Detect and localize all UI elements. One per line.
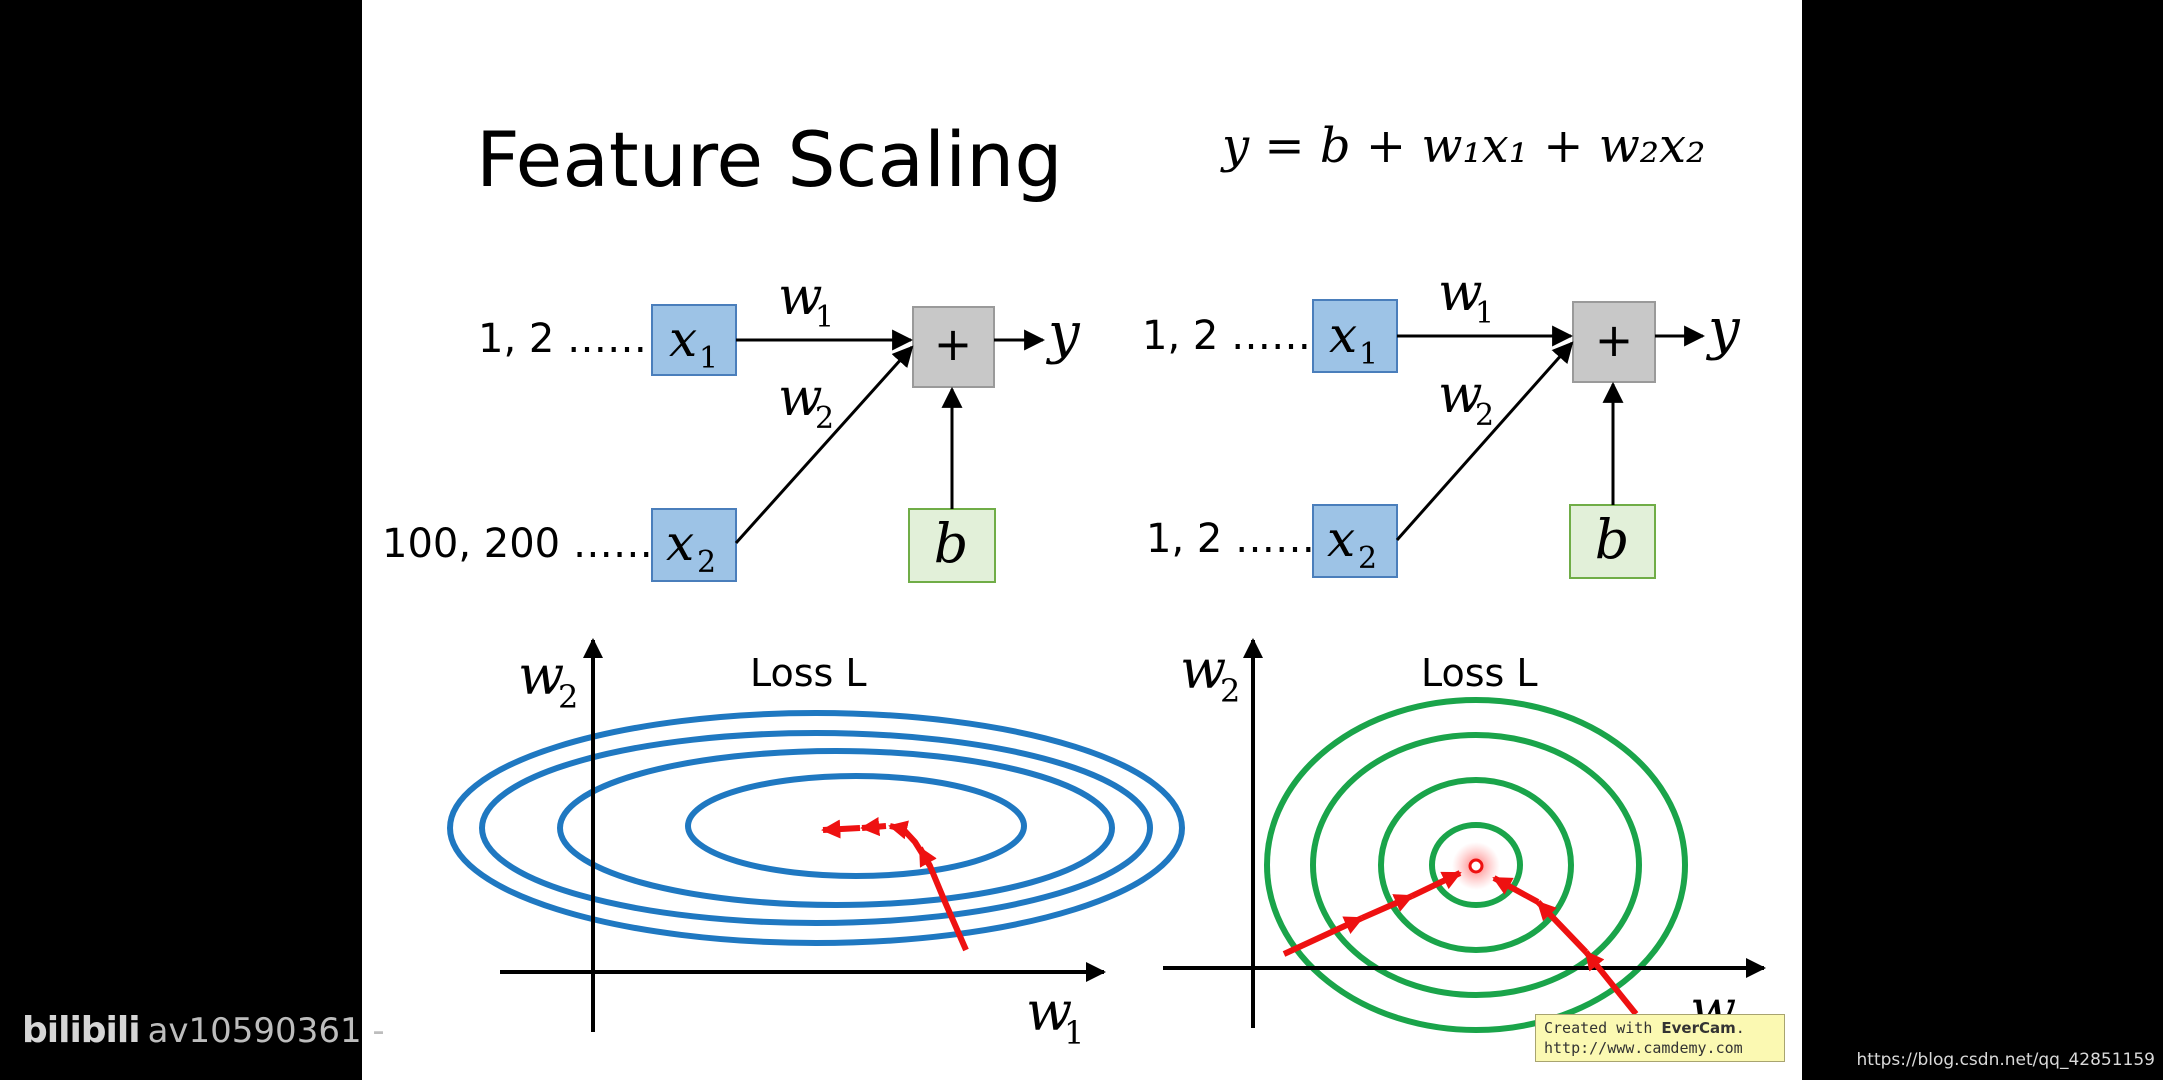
left-gradient-step-2 (888, 820, 909, 840)
left-axis-w2-subscript: 2 (558, 678, 578, 716)
right-x2-subscript: 2 (1358, 541, 1377, 576)
right-bias-box (1569, 504, 1656, 579)
right-x1-box (1312, 299, 1398, 373)
evercam-created-with: Created with (1544, 1019, 1653, 1037)
right-axis-w2-subscript: 2 (1220, 672, 1240, 710)
right-loss-plot: Loss L w 2 w 1 (1163, 638, 1766, 1050)
right-w1-subscript: 1 (1475, 296, 1494, 331)
left-gradient-step-3 (860, 816, 887, 837)
right-gradient-a-step-3 (1410, 870, 1462, 899)
left-w1-subscript: 1 (815, 300, 834, 335)
right-x1-subscript: 1 (1359, 337, 1378, 372)
right-loss-label: Loss L (1421, 651, 1538, 695)
right-w2-subscript: 2 (1475, 398, 1494, 433)
left-output-y: y (1045, 301, 1081, 366)
left-w1-symbol: w (778, 267, 823, 327)
left-x2-subscript: 2 (697, 545, 716, 580)
right-network: 1, 2 …… 1, 2 …… x 1 x 2 + b w 1 w 2 y (1142, 263, 1741, 579)
video-id: av10590361 - (147, 1010, 385, 1051)
right-w2-edge (1395, 341, 1574, 541)
left-x2-symbol: x (666, 514, 694, 572)
left-x1-subscript: 1 (699, 341, 718, 376)
right-contour-3 (1378, 777, 1574, 953)
equation: y = b + w₁x₁ + w₂x₂ (1220, 118, 1705, 174)
left-loss-plot: Loss L w 2 w 1 (447, 638, 1185, 1052)
left-x2-box (651, 508, 737, 582)
source-url: https://blog.csdn.net/qq_42851159 (1856, 1050, 2155, 1070)
left-plus-symbol: + (934, 317, 973, 371)
right-plus-symbol: + (1595, 313, 1634, 367)
right-minimum-point (1468, 858, 1484, 874)
right-contour-2 (1310, 732, 1642, 998)
left-w2-edge (734, 345, 914, 545)
right-gradient-a-step-2 (1360, 893, 1414, 921)
evercam-overlay: Created with EverCam. http://www.camdemy… (1535, 1014, 1785, 1062)
left-gradient-path (900, 826, 969, 952)
left-contour-1 (447, 710, 1185, 946)
left-contour-4 (685, 773, 1027, 879)
slide-title: Feature Scaling (476, 115, 1063, 204)
right-x1-symbol: x (1329, 306, 1357, 364)
right-x2-values: 1, 2 …… (1146, 516, 1315, 562)
left-sum-box (912, 306, 995, 388)
right-gradient-b-step-1 (1583, 950, 1639, 1016)
evercam-credit: Created with EverCam. (1544, 1018, 1776, 1038)
right-bias-symbol: b (1595, 508, 1630, 571)
bilibili-logo: bilibili (22, 1010, 141, 1051)
left-network: 1, 2 …… 100, 200 …… x 1 x 2 + b w 1 w 2 … (382, 267, 1081, 583)
left-gradient-step-1 (917, 846, 937, 868)
left-x1-values: 1, 2 …… (478, 316, 647, 362)
left-bias-box (908, 508, 996, 583)
right-x2-symbol: x (1327, 510, 1355, 568)
right-w2-symbol: w (1438, 365, 1483, 425)
right-output-y: y (1705, 297, 1741, 362)
right-x1-values: 1, 2 …… (1142, 313, 1311, 359)
right-gradient-b-step-3 (1492, 875, 1540, 905)
left-axis-w2-symbol: w (518, 644, 564, 707)
left-bias-symbol: b (934, 512, 969, 575)
left-x2-values: 100, 200 …… (382, 521, 653, 567)
evercam-period: . (1735, 1019, 1745, 1037)
right-gradient-b-step-2 (1535, 899, 1589, 955)
right-w1-symbol: w (1438, 263, 1483, 323)
left-axis-w1-symbol: w (1026, 980, 1072, 1043)
left-x1-symbol: x (669, 310, 697, 368)
right-x2-box (1312, 504, 1398, 578)
left-loss-label: Loss L (750, 651, 867, 695)
evercam-url: http://www.camdemy.com (1544, 1039, 1743, 1057)
left-contour-2 (479, 730, 1153, 926)
left-w2-subscript: 2 (815, 401, 834, 436)
left-gradient-step-4 (821, 819, 861, 839)
right-contour-4 (1429, 822, 1523, 908)
left-w2-symbol: w (778, 368, 823, 428)
right-gradient-a-step-1 (1282, 915, 1364, 957)
right-contour-1 (1264, 697, 1688, 1033)
left-axis-w1-subscript: 1 (1064, 1014, 1084, 1052)
right-axis-w2-symbol: w (1180, 638, 1226, 701)
left-contour-3 (557, 748, 1115, 908)
bilibili-watermark: bilibili av10590361 - (22, 1010, 385, 1051)
evercam-brand: EverCam (1661, 1019, 1736, 1037)
left-x1-box (651, 304, 737, 376)
